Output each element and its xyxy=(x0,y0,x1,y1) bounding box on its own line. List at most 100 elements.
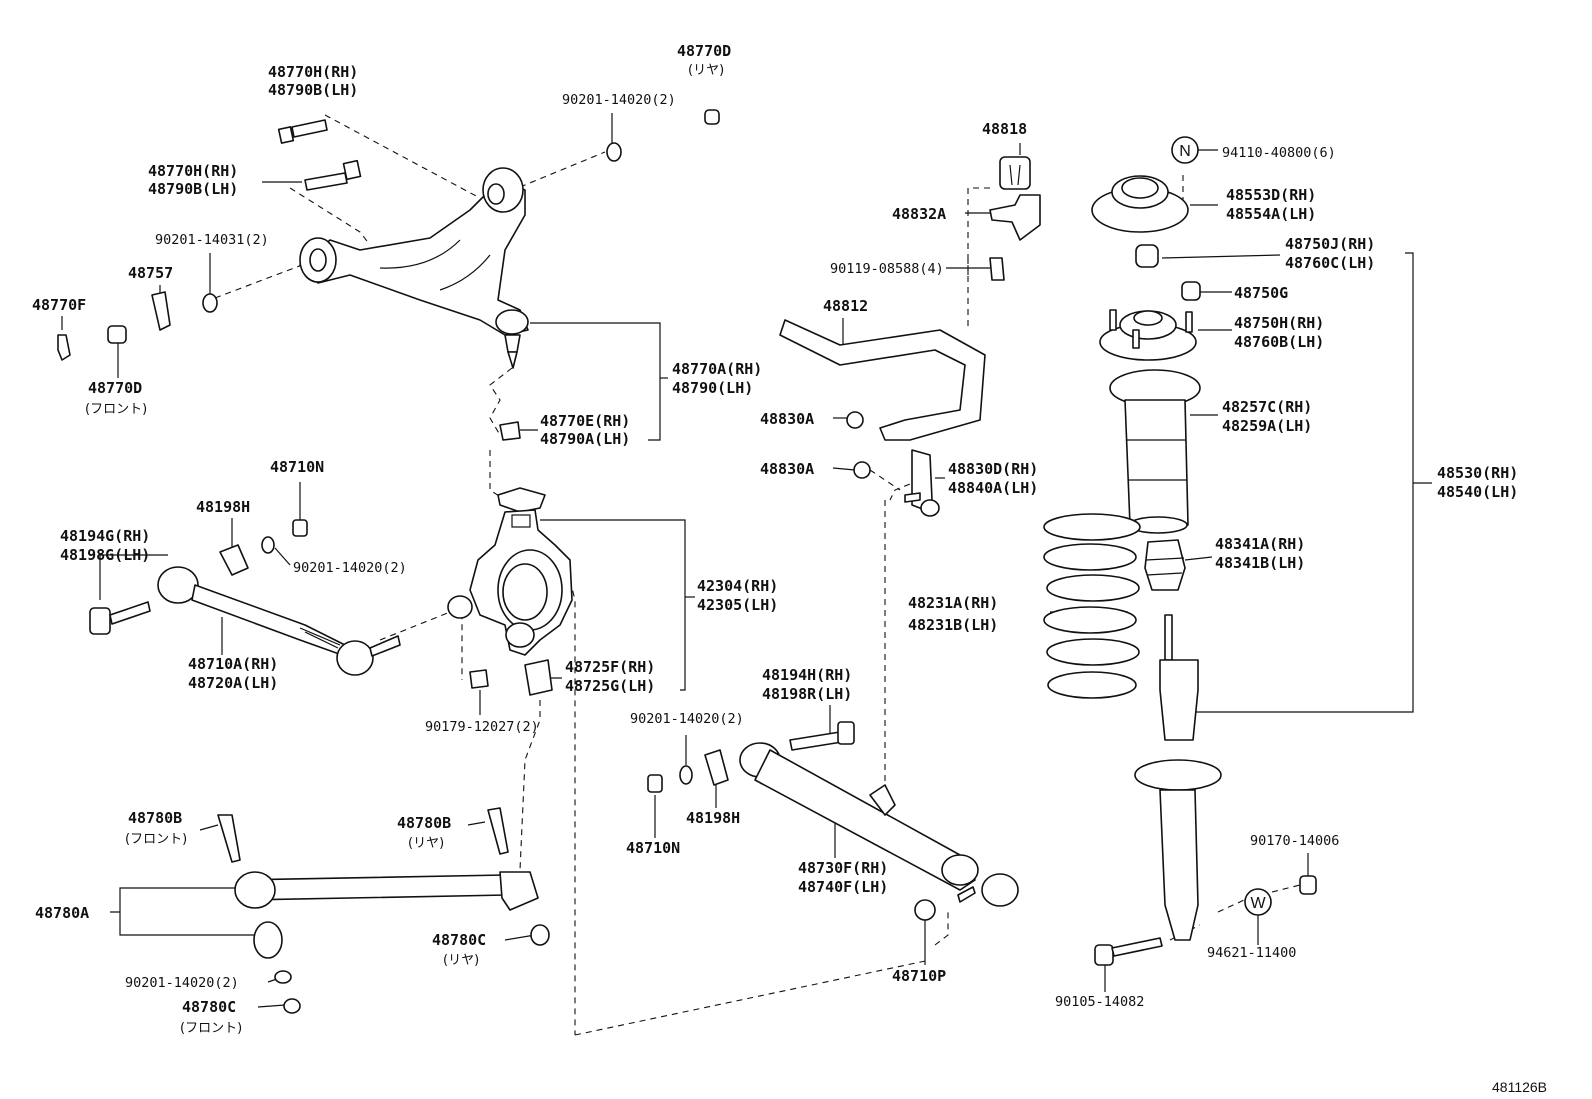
cam-plate-48198h-left xyxy=(219,544,249,576)
nut-90201-14031 xyxy=(202,293,218,313)
lower-link-48730f xyxy=(739,742,1019,907)
label-48710n-top: 48710N xyxy=(270,458,324,476)
nut-90170-14006 xyxy=(1299,875,1317,895)
insulator-48750h xyxy=(1099,309,1197,361)
bolt-48780b-rear xyxy=(487,807,509,855)
label-48553d-rh: 48553D(RH) xyxy=(1226,186,1316,204)
cam-plate-48198h-low xyxy=(704,749,729,786)
nut-90179-12027 xyxy=(469,669,489,689)
label-48770d-front: 48770D xyxy=(88,379,142,397)
label-48812: 48812 xyxy=(823,297,868,315)
nut-90201-14020-top xyxy=(606,142,622,162)
bolt-90119-08588 xyxy=(989,257,1005,281)
label-48770f: 48770F xyxy=(32,296,86,314)
label-rear-2: (リヤ) xyxy=(408,836,444,851)
label-48198h-left: 48198H xyxy=(196,498,250,516)
bolt-48194g xyxy=(89,601,151,635)
support-48553d xyxy=(1091,175,1189,233)
label-48757: 48757 xyxy=(128,264,173,282)
boot-48257c xyxy=(1109,369,1201,534)
label-42304-rh: 42304(RH) xyxy=(697,577,778,595)
bushing-48725f xyxy=(524,659,553,696)
label-48710n-low: 48710N xyxy=(626,839,680,857)
label-94110-40800: 94110-40800(6) xyxy=(1222,145,1336,161)
washer-90201-14020-low xyxy=(679,765,693,785)
bracket-48832a xyxy=(989,194,1041,241)
label-48341b-lh: 48341B(LH) xyxy=(1215,554,1305,572)
label-48720a-lh: 48720A(LH) xyxy=(188,674,278,692)
circle-w-marker xyxy=(1244,888,1272,916)
label-48770d-rear: 48770D xyxy=(677,42,731,60)
label-48198g-lh: 48198G(LH) xyxy=(60,546,150,564)
label-48780b-rear: 48780B xyxy=(397,814,451,832)
label-48790-lh: 48790(LH) xyxy=(672,379,753,397)
label-48790b-lh-1: 48790B(LH) xyxy=(268,81,358,99)
label-90179-12027: 90179-12027(2) xyxy=(425,719,539,735)
bump-stopper-48341a xyxy=(1144,539,1186,591)
label-48259a-lh: 48259A(LH) xyxy=(1222,417,1312,435)
label-rear-3: (リヤ) xyxy=(443,953,479,968)
label-42305-lh: 42305(LH) xyxy=(697,596,778,614)
bolt-48780b-front xyxy=(217,814,241,863)
knuckle-carrier xyxy=(447,487,573,656)
upper-control-arm xyxy=(299,167,529,369)
label-48554a-lh: 48554A(LH) xyxy=(1226,205,1316,223)
label-48198h-low: 48198H xyxy=(686,809,740,827)
label-48780c-front: 48780C xyxy=(182,998,236,1016)
label-48710p: 48710P xyxy=(892,967,946,985)
label-48780a: 48780A xyxy=(35,904,89,922)
circle-n-letter: N xyxy=(1179,143,1191,160)
washer-90201-14020-bot xyxy=(274,970,292,984)
label-48790a-lh: 48790A(LH) xyxy=(540,430,630,448)
part-labels: 48770H(RH) 48790B(LH) 48770H(RH) 48790B(… xyxy=(32,42,1547,1095)
label-48530-rh: 48530(RH) xyxy=(1437,464,1518,482)
nut-48770d-rear xyxy=(704,109,720,125)
label-90201-14020-mid: 90201-14020(2) xyxy=(293,560,407,576)
nut-48710n-top xyxy=(292,519,308,537)
label-90105-14082: 90105-14082 xyxy=(1055,994,1144,1010)
coil-spring-48231a xyxy=(1043,513,1141,699)
nut-48710n-low xyxy=(647,774,663,793)
circle-n-marker xyxy=(1171,136,1199,164)
label-90201-14020-bot: 90201-14020(2) xyxy=(125,975,239,991)
label-48790b-lh-2: 48790B(LH) xyxy=(148,180,238,198)
label-48730f-rh: 48730F(RH) xyxy=(798,859,888,877)
label-48725f-rh: 48725F(RH) xyxy=(565,658,655,676)
label-48740f-lh: 48740F(LH) xyxy=(798,878,888,896)
cotter-pin-48770f xyxy=(57,334,71,361)
bolt-90105-14082 xyxy=(1094,937,1163,966)
label-48770h-rh-2: 48770H(RH) xyxy=(148,162,238,180)
label-90201-14031: 90201-14031(2) xyxy=(155,232,269,248)
link-arm-48710a xyxy=(157,566,401,676)
label-48194h-rh: 48194H(RH) xyxy=(762,666,852,684)
label-48231a-rh: 48231A(RH) xyxy=(908,594,998,612)
label-48725g-lh: 48725G(LH) xyxy=(565,677,655,695)
label-48257c-rh: 48257C(RH) xyxy=(1222,398,1312,416)
stopper-48750j xyxy=(1135,244,1159,268)
lower-arm-48780a xyxy=(234,871,539,959)
label-48818: 48818 xyxy=(982,120,1027,138)
label-48830a-1: 48830A xyxy=(760,410,814,428)
label-48760b-lh: 48760B(LH) xyxy=(1234,333,1324,351)
label-48710a-rh: 48710A(RH) xyxy=(188,655,278,673)
label-90201-14020-low: 90201-14020(2) xyxy=(630,711,744,727)
diagram-reference-code: 481126B xyxy=(1492,1079,1547,1095)
label-48750g: 48750G xyxy=(1234,284,1288,302)
label-front-1: (フロント) xyxy=(85,402,147,417)
bolt-48770h-upper xyxy=(277,119,328,144)
washer-90201-14020-mid xyxy=(261,536,275,554)
label-front-2: (フロント) xyxy=(125,832,187,847)
stabilizer-bar-48812 xyxy=(779,319,986,441)
label-48840a-lh: 48840A(LH) xyxy=(948,479,1038,497)
label-48770h-rh-1: 48770H(RH) xyxy=(268,63,358,81)
label-48832a: 48832A xyxy=(892,205,946,223)
label-48540-lh: 48540(LH) xyxy=(1437,483,1518,501)
label-48198r-lh: 48198R(LH) xyxy=(762,685,852,703)
label-front-3: (フロント) xyxy=(180,1021,242,1036)
nut-48770d-front xyxy=(107,325,127,344)
bolt-48770h-lower xyxy=(304,159,362,191)
plate-48757 xyxy=(151,291,171,331)
bumper-48750g xyxy=(1181,281,1201,301)
nut-48770e xyxy=(499,421,521,441)
